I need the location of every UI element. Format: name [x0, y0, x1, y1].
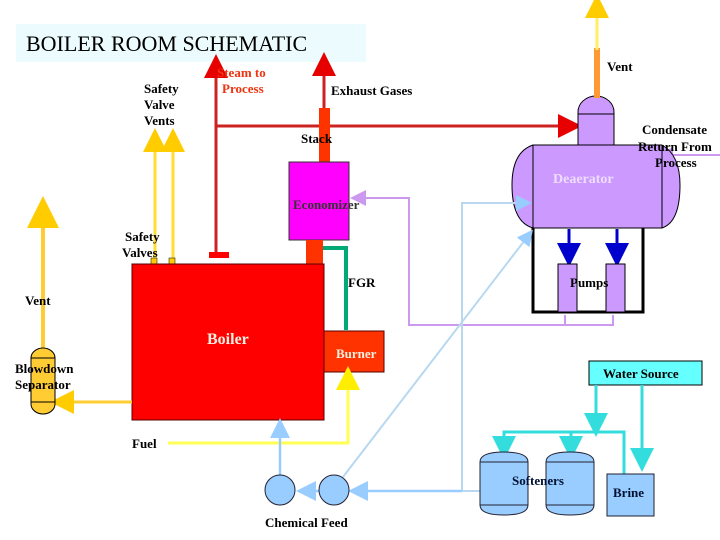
boiler-label: Boiler	[207, 331, 249, 348]
boiler	[131, 263, 325, 421]
blowdown-separator	[30, 347, 56, 415]
chemical-feed-tank-1	[264, 474, 296, 506]
deaerator-vent-pipe	[594, 48, 600, 98]
pump-stand	[531, 228, 645, 314]
economizer-label: Economizer	[293, 197, 360, 212]
chemical-feed-label: Chemical Feed	[265, 515, 348, 530]
condensate-label-3: Process	[655, 155, 697, 170]
pumps-label: Pumps	[570, 275, 608, 290]
brine-tank	[606, 473, 655, 517]
makeup-water-line	[461, 195, 532, 492]
water-source	[588, 360, 703, 386]
economizer-duct	[306, 240, 323, 264]
steam-label-line2: Process	[222, 81, 264, 96]
feedwater-line	[350, 190, 566, 326]
safety-vents-label-3: Vents	[144, 113, 175, 128]
economizer	[288, 161, 350, 241]
water-source-label: Water Source	[603, 366, 679, 381]
chemical-to-deaerator-line	[342, 229, 533, 478]
fuel-line	[168, 366, 360, 445]
stack-label: Stack	[301, 131, 333, 146]
blowdown-label-2: Separator	[15, 377, 71, 392]
softener-1	[479, 451, 529, 516]
condensate-label-1: Condensate	[642, 122, 707, 137]
burner-label: Burner	[336, 346, 377, 361]
exhaust-label: Exhaust Gases	[331, 83, 412, 98]
pump-1	[557, 263, 578, 313]
brine-label: Brine	[613, 485, 644, 500]
softener-2	[545, 451, 595, 516]
steam-outlet-valve	[209, 252, 229, 258]
diagram-title: BOILER ROOM SCHEMATIC	[26, 31, 307, 56]
softeners-label: Softeners	[512, 473, 564, 488]
deaerator	[511, 95, 681, 229]
vent-right-label: Vent	[607, 59, 633, 74]
steam-label-line1: Steam to	[217, 65, 266, 80]
safety-valves-label-2: Valves	[122, 245, 158, 260]
fgr-label: FGR	[348, 275, 376, 290]
deaerator-dome	[577, 95, 615, 146]
fuel-label: Fuel	[132, 436, 157, 451]
pump-discharge-line	[565, 315, 614, 326]
safety-vents-label-2: Valve	[144, 97, 175, 112]
title-background	[16, 24, 366, 62]
safety-valve-vents	[143, 128, 185, 265]
safety-vents-label-1: Safety	[144, 81, 179, 96]
pump-2	[605, 263, 626, 313]
chemical-feed-tank-2	[318, 474, 350, 506]
stack	[319, 108, 330, 162]
fgr-line	[323, 246, 348, 330]
safety-valve-2	[168, 257, 176, 265]
blowdown-label-1: Blowdown	[15, 361, 74, 376]
safety-valves-label-1: Safety	[125, 229, 160, 244]
deaerator-label: Deaerator	[553, 172, 614, 187]
condensate-label-2: Return From	[638, 139, 712, 154]
steam-line	[204, 54, 582, 258]
vent-left-label: Vent	[25, 293, 51, 308]
